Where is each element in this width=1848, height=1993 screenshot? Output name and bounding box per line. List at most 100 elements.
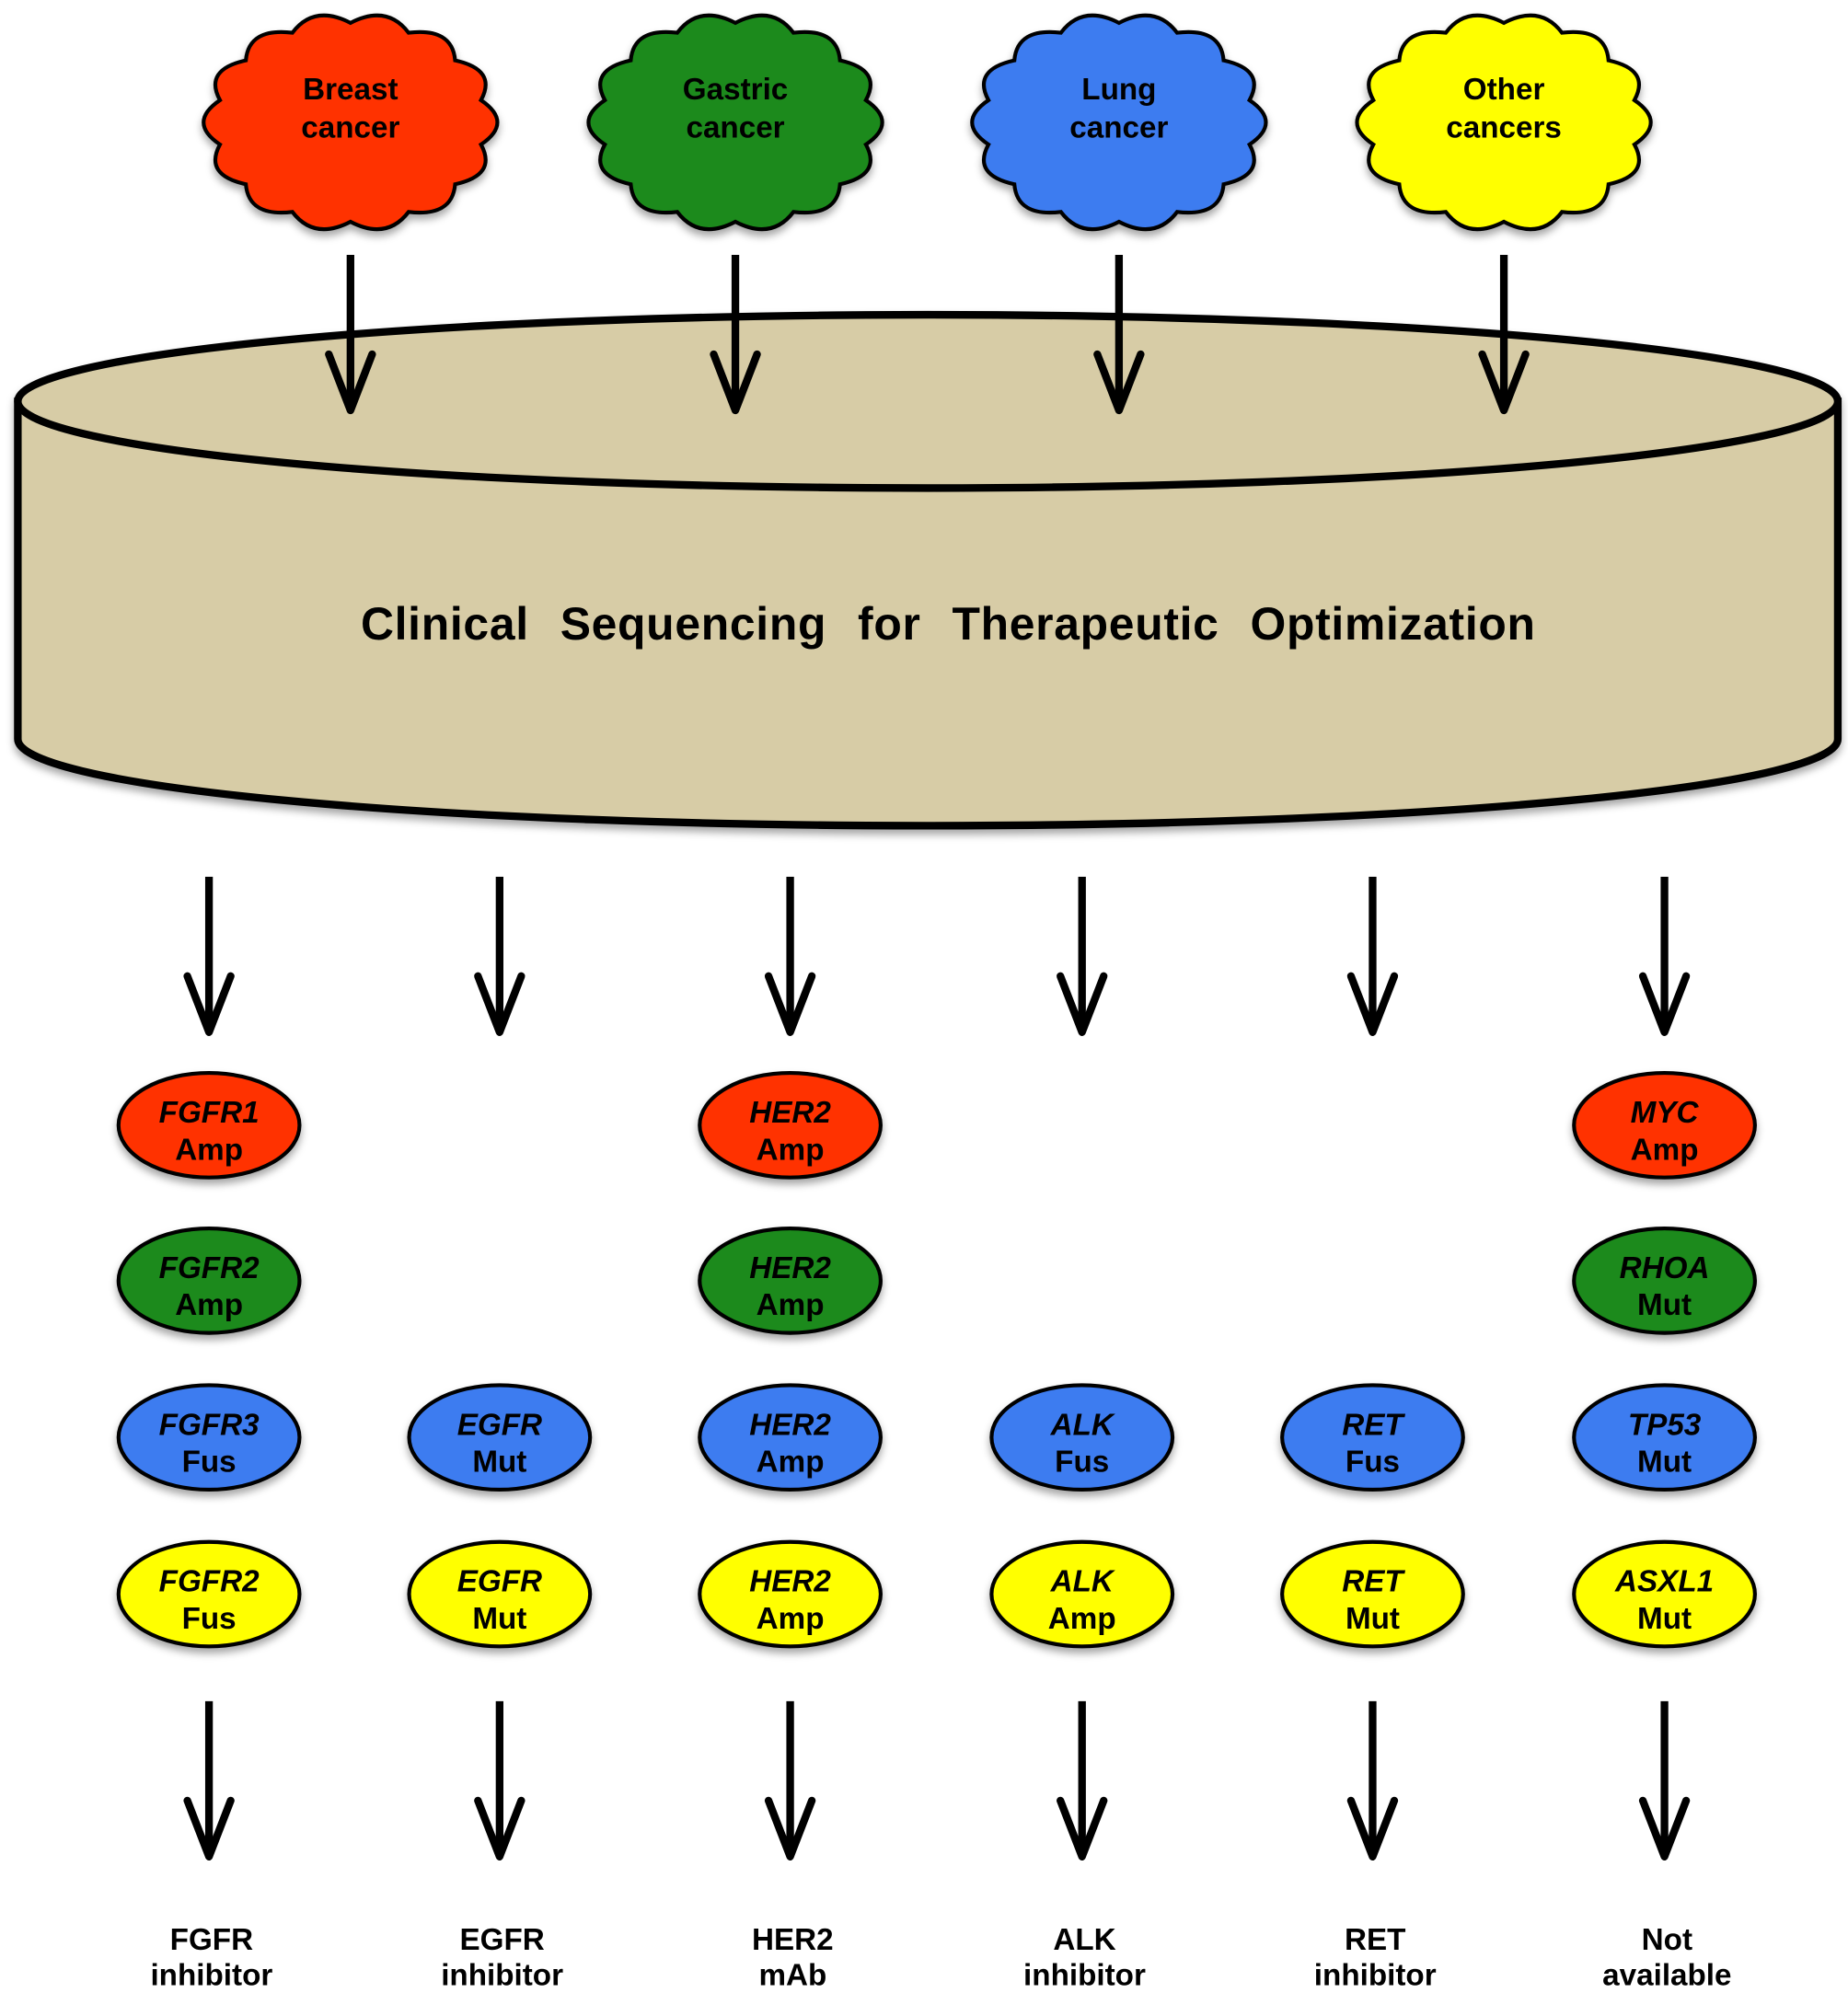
arrow-head-icon: [764, 972, 816, 1036]
input-arrows: [325, 254, 1530, 415]
therapy-label-line1: Not: [1642, 1923, 1692, 1957]
oval-shape: [1280, 1383, 1465, 1492]
arrow-down-icon: [1346, 1700, 1399, 1861]
arrow-head-icon: [1638, 1796, 1691, 1861]
gene-name: MYC: [1631, 1096, 1700, 1130]
cancer-cloud-gastric: [586, 13, 884, 232]
oval-shape: [698, 1071, 883, 1180]
cancer-types: BreastcancerGastriccancerLungcancerOther…: [202, 13, 1653, 232]
arrow-head-icon: [1346, 1796, 1399, 1861]
oval-shape: [1572, 1226, 1757, 1335]
arrow-head-icon: [710, 350, 761, 415]
oval-shape: [407, 1539, 593, 1649]
alteration-type: Mut: [1346, 1602, 1400, 1636]
alteration-type: Mut: [1637, 1446, 1692, 1480]
oval-shape: [1572, 1383, 1757, 1492]
cloud-label-line1: Gastric: [683, 73, 788, 107]
arrow-down-icon: [764, 1700, 816, 1861]
cloud-shape: [1355, 13, 1653, 232]
therapy-label-line1: HER2: [752, 1923, 834, 1957]
arrow-head-icon: [474, 972, 526, 1036]
sequencing-platform-cylinder: [14, 310, 1842, 830]
gene-name: HER2: [749, 1251, 831, 1285]
gene-name: HER2: [749, 1565, 831, 1599]
cylinder-top: [14, 310, 1842, 492]
oval-shape: [698, 1383, 883, 1492]
alteration-type: Fus: [182, 1602, 237, 1636]
gene-name: TP53: [1628, 1408, 1702, 1442]
alteration-type: Fus: [1346, 1446, 1400, 1480]
arrow-head-icon: [474, 1796, 526, 1861]
alteration-type: Amp: [175, 1133, 243, 1167]
arrow-down-icon: [710, 254, 761, 415]
oval-shape: [698, 1539, 883, 1649]
alteration-type: Amp: [1631, 1133, 1699, 1167]
gene-name: ASXL1: [1614, 1565, 1714, 1599]
arrow-down-icon: [1057, 876, 1108, 1036]
therapy-label-line1: FGFR: [170, 1923, 253, 1957]
arrow-head-icon: [183, 972, 235, 1036]
alteration-type: Amp: [1048, 1602, 1116, 1636]
arrow-down-icon: [1093, 254, 1145, 415]
oval-shape: [989, 1539, 1175, 1649]
alteration-type: Amp: [175, 1288, 243, 1322]
alteration-type: Amp: [757, 1288, 825, 1322]
cloud-label-line1: Lung: [1081, 73, 1156, 107]
cloud-label-line2: cancers: [1446, 111, 1562, 145]
arrow-down-icon: [1057, 1700, 1108, 1861]
gene-name: ALK: [1050, 1408, 1115, 1442]
oval-shape: [1572, 1539, 1757, 1649]
cloud-label-line2: cancer: [1069, 111, 1168, 145]
cylinder-body: [14, 397, 1842, 830]
arrow-down-icon: [325, 254, 376, 415]
oval-shape: [1280, 1539, 1465, 1649]
alteration-oval: ALK Fus: [989, 1383, 1175, 1492]
cloud-shape: [586, 13, 884, 232]
oval-shape: [116, 1071, 302, 1180]
alteration-type: Amp: [757, 1446, 825, 1480]
gene-name: RET: [1342, 1565, 1405, 1599]
oval-shape: [116, 1539, 302, 1649]
oval-shape: [116, 1226, 302, 1335]
column-fgfr: FGFR1AmpFGFR2AmpFGFR3FusFGFR2FusFGFRinhi…: [116, 876, 302, 1993]
oval-shape: [989, 1383, 1175, 1492]
gene-name: FGFR2: [159, 1251, 260, 1285]
gene-name: EGFR: [457, 1565, 542, 1599]
gene-name: FGFR2: [159, 1565, 260, 1599]
arrow-head-icon: [1346, 972, 1399, 1036]
alteration-type: Amp: [757, 1602, 825, 1636]
cloud-label-line1: Breast: [303, 73, 398, 107]
therapy-label-line1: EGFR: [459, 1923, 544, 1957]
therapy-label-line2: inhibitor: [150, 1959, 272, 1993]
arrow-head-icon: [1093, 350, 1145, 415]
alteration-columns: FGFR1AmpFGFR2AmpFGFR3FusFGFR2FusFGFRinhi…: [116, 876, 1757, 1993]
oval-shape: [407, 1383, 593, 1492]
gene-name: EGFR: [457, 1408, 542, 1442]
arrow-down-icon: [183, 876, 235, 1036]
alteration-type: Fus: [1055, 1446, 1109, 1480]
oval-shape: [116, 1383, 302, 1492]
alteration-type: Mut: [1637, 1288, 1692, 1322]
arrow-down-icon: [1478, 254, 1530, 415]
gene-name: FGFR1: [159, 1096, 260, 1130]
gene-name: HER2: [749, 1096, 831, 1130]
therapy-label-line2: inhibitor: [1023, 1959, 1146, 1993]
platform-title: Clinical Sequencing for Therapeutic Opti…: [361, 598, 1536, 650]
arrow-down-icon: [1638, 876, 1691, 1036]
arrow-head-icon: [183, 1796, 235, 1861]
